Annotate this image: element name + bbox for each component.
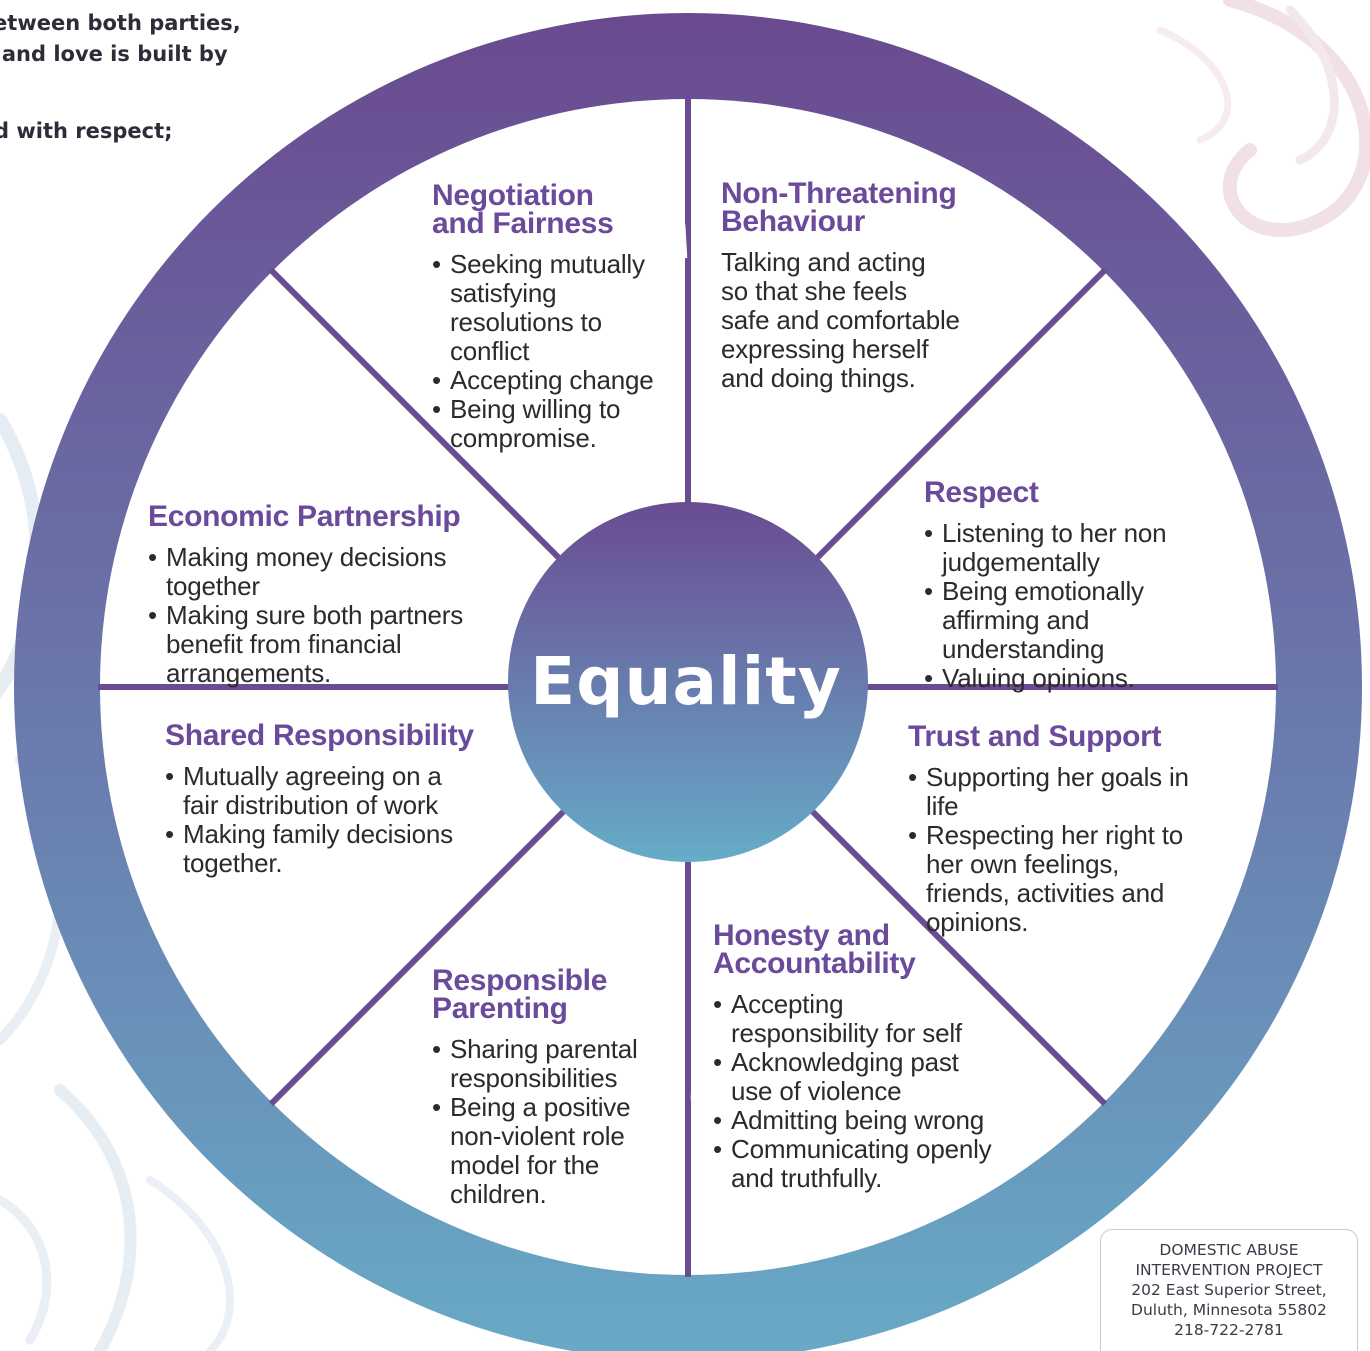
list-item: Being a positive non-violent role model … — [432, 1093, 652, 1209]
contact-city: Duluth, Minnesota 55802 — [1131, 1301, 1327, 1319]
contact-box: DOMESTIC ABUSE INTERVENTION PROJECT 202 … — [1100, 1229, 1358, 1351]
intro-line: st and love is built by — [0, 42, 228, 66]
list-item: Listening to her non judgementally — [924, 519, 1234, 577]
segment-title: Shared Responsibility — [165, 719, 474, 752]
equality-label: Equality — [530, 643, 842, 720]
segment-respect: Respect Listening to her non judgemental… — [924, 476, 1234, 694]
segment-list: Mutually agreeing on a fair distribution… — [165, 762, 475, 878]
segment-title: Trust and Support — [908, 720, 1162, 753]
list-item: Accepting responsibility for self — [713, 990, 993, 1048]
list-item: Making money decisions together — [148, 543, 518, 601]
segment-title: Negotiation and Fairness — [432, 179, 614, 240]
list-item: Respecting her right to her own feelings… — [908, 821, 1208, 937]
list-item: Being emotionally affirming and understa… — [924, 577, 1234, 664]
intro-line: d with respect; — [0, 119, 173, 143]
intro-line: . — [0, 147, 300, 178]
list-item: Sharing parental responsibilities — [432, 1035, 652, 1093]
list-item: Making sure both partners benefit from f… — [148, 601, 518, 688]
segment-trust-support: Trust and Support Supporting her goals i… — [908, 720, 1208, 937]
hub-circle — [508, 502, 868, 862]
list-item: Acknowledging past use of violence — [713, 1048, 993, 1106]
contact-phone: 218-722-2781 — [1174, 1321, 1284, 1339]
segment-list: Making money decisions together Making s… — [148, 543, 518, 688]
segment-list: Listening to her non judgementally Being… — [924, 519, 1234, 694]
intro-text: between both parties, st and love is bui… — [0, 8, 300, 178]
list-item: Communicating openly and truthfully. — [713, 1135, 993, 1193]
intro-line: between both parties, — [0, 11, 241, 35]
segment-negotiation: Negotiation and Fairness Seeking mutuall… — [432, 179, 682, 453]
list-item: Making family decisions together. — [165, 820, 475, 878]
list-item: Seeking mutually satisfying resolutions … — [432, 250, 682, 366]
list-item: Being willing to compromise. — [432, 395, 682, 453]
segment-list: Accepting responsibility for self Acknow… — [713, 990, 993, 1193]
list-item: Accepting change — [432, 366, 682, 396]
segment-non-threatening: Non-Threatening Behaviour Talking and ac… — [721, 177, 981, 393]
segment-honesty: Honesty and Accountability Accepting res… — [713, 919, 993, 1193]
segment-title: Honesty and Accountability — [713, 919, 916, 980]
list-item: Valuing opinions. — [924, 664, 1234, 694]
segment-list: Sharing parental responsibilities Being … — [432, 1035, 652, 1209]
contact-org-line-1: DOMESTIC ABUSE — [1159, 1241, 1299, 1259]
list-item: Mutually agreeing on a fair distribution… — [165, 762, 475, 820]
segment-shared-responsibility: Shared Responsibility Mutually agreeing … — [165, 719, 475, 878]
segment-title: Economic Partnership — [148, 500, 461, 533]
segment-parenting: Responsible Parenting Sharing parental r… — [432, 964, 652, 1209]
segment-list: Supporting her goals in life Respecting … — [908, 763, 1208, 937]
list-item: Admitting being wrong — [713, 1106, 993, 1136]
segment-title: Responsible Parenting — [432, 964, 608, 1025]
segment-text: Talking and acting so that she feels saf… — [721, 247, 960, 393]
segment-title: Non-Threatening Behaviour — [721, 177, 957, 238]
contact-address: 202 East Superior Street, — [1131, 1281, 1327, 1299]
segment-economic-partnership: Economic Partnership Making money decisi… — [148, 500, 518, 688]
segment-title: Respect — [924, 476, 1039, 509]
segment-list: Seeking mutually satisfying resolutions … — [432, 250, 682, 453]
contact-org-line-2: INTERVENTION PROJECT — [1135, 1261, 1323, 1279]
list-item: Supporting her goals in life — [908, 763, 1208, 821]
